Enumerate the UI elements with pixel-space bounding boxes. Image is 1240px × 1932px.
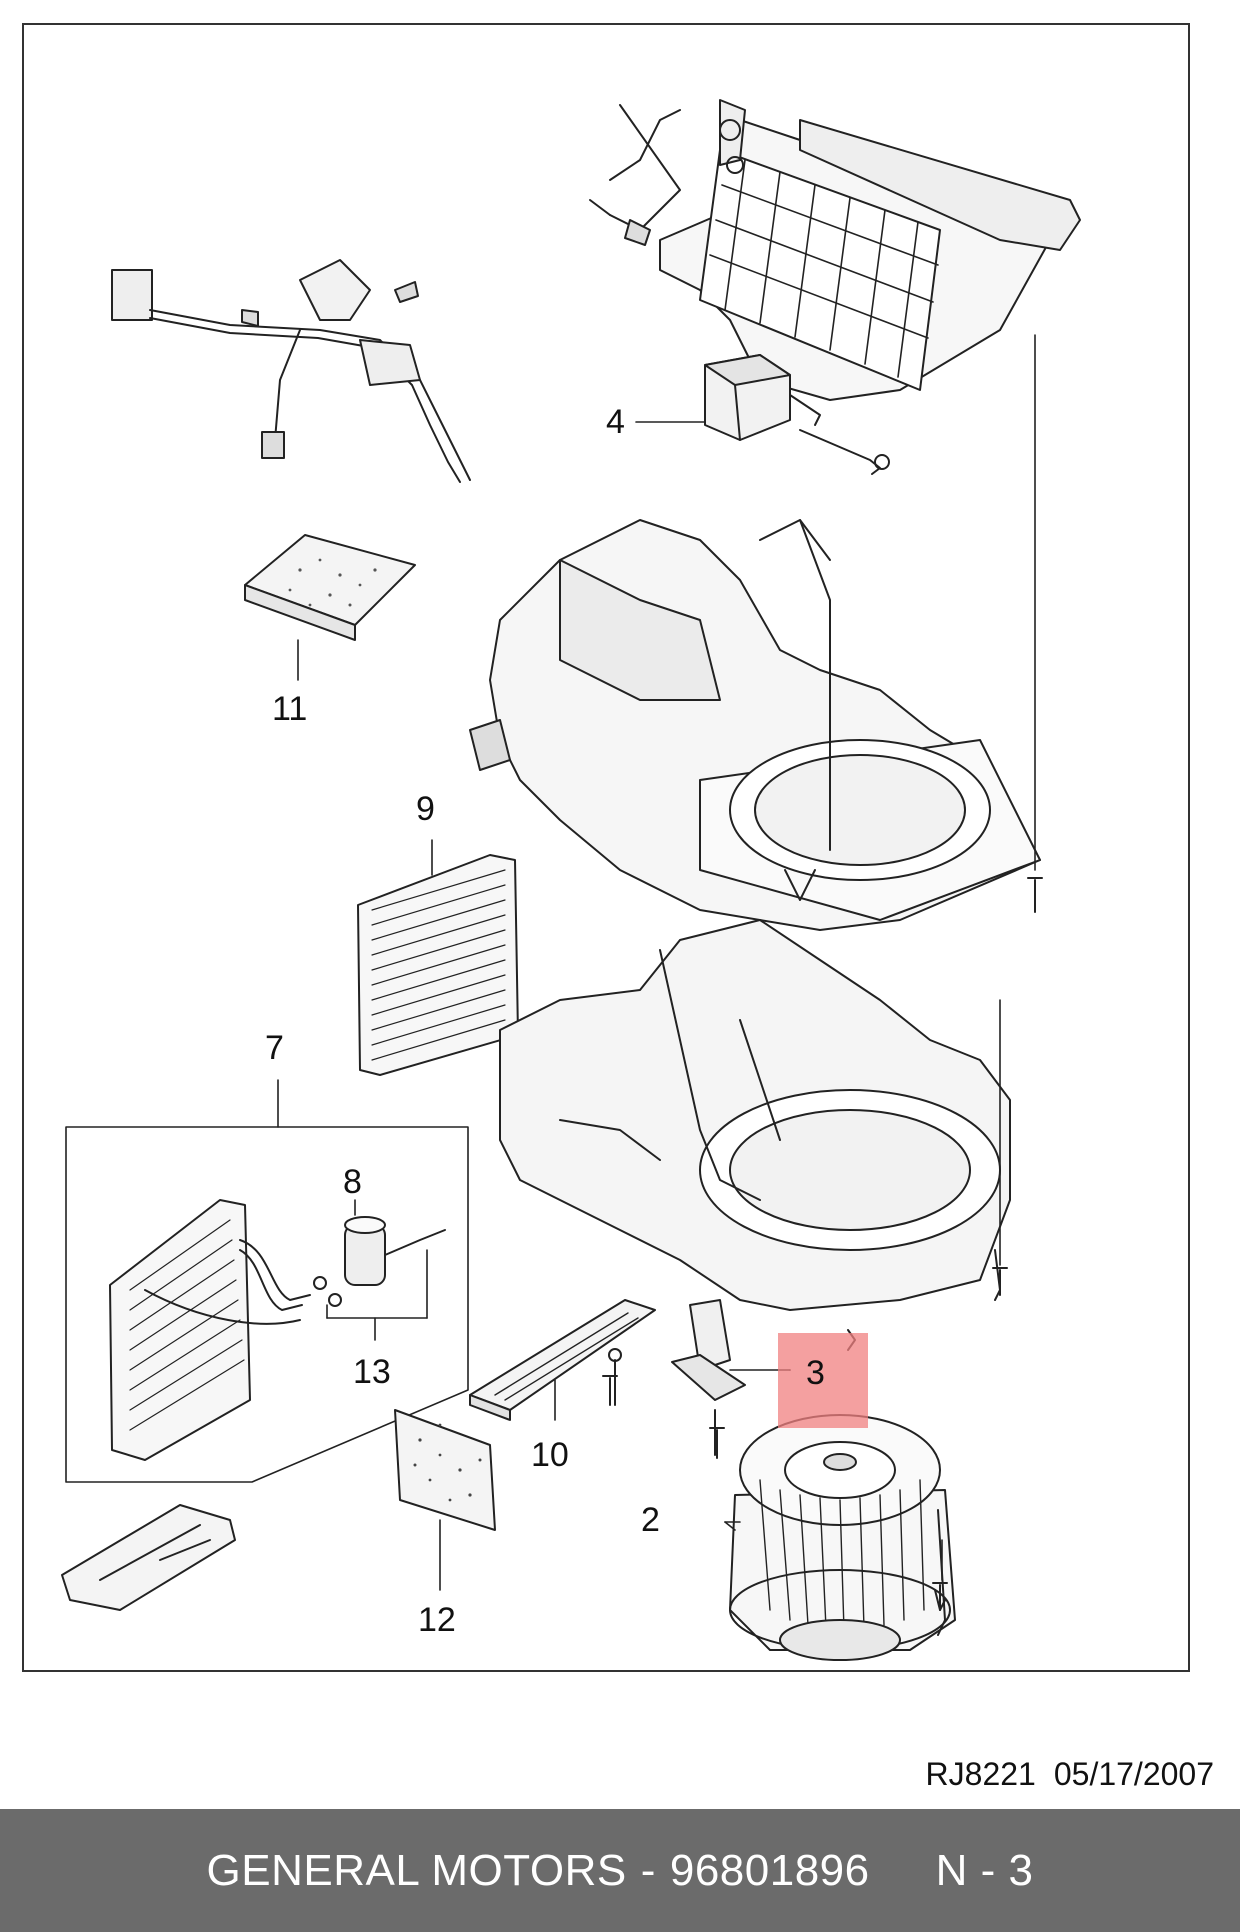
part-number: 96801896 xyxy=(669,1845,870,1895)
callout-4: 4 xyxy=(606,403,625,441)
callout-11: 11 xyxy=(272,690,308,728)
callout-3: 3 xyxy=(806,1354,825,1392)
callout-8: 8 xyxy=(343,1163,362,1201)
callout-2: 2 xyxy=(641,1501,660,1539)
evaporator-box-drawing xyxy=(65,1079,469,1483)
foam-pad-12-drawing xyxy=(394,1409,496,1591)
footer-bar: GENERAL MOTORS - 96801896 N - 3 xyxy=(0,1809,1240,1932)
screws-drawing xyxy=(602,877,1043,1611)
leader-lines xyxy=(635,334,1036,1581)
callout-10: 10 xyxy=(531,1436,569,1474)
callout-13: 13 xyxy=(353,1353,391,1391)
blower-fan-2-drawing xyxy=(724,1414,956,1661)
manufacturer-name: GENERAL MOTORS xyxy=(206,1845,627,1895)
footer-separator: - xyxy=(640,1845,656,1895)
callout-7: 7 xyxy=(265,1029,284,1067)
lower-case-drawing xyxy=(499,919,1011,1311)
resistor-drawing xyxy=(704,354,890,475)
intake-housing-drawing xyxy=(589,99,1081,401)
ref-date: 05/17/2007 xyxy=(1053,1756,1214,1792)
wiring-harness-drawing xyxy=(111,259,471,483)
bracket-3-drawing xyxy=(671,1299,856,1456)
upper-case-drawing xyxy=(469,519,1041,931)
filter-pad-11-drawing xyxy=(244,534,416,681)
document-reference: RJ8221 05/17/2007 xyxy=(926,1756,1214,1793)
duct-piece-drawing xyxy=(61,1504,236,1611)
pleated-filter-9-drawing xyxy=(357,839,519,1076)
callout-12: 12 xyxy=(418,1601,456,1639)
slide-plate-10-drawing xyxy=(469,1299,656,1421)
parts-diagram xyxy=(61,99,1081,1661)
part-highlight xyxy=(778,1333,868,1428)
callout-9: 9 xyxy=(416,790,435,828)
page-label: N - 3 xyxy=(935,1845,1034,1895)
ref-code: RJ8221 xyxy=(925,1756,1036,1792)
